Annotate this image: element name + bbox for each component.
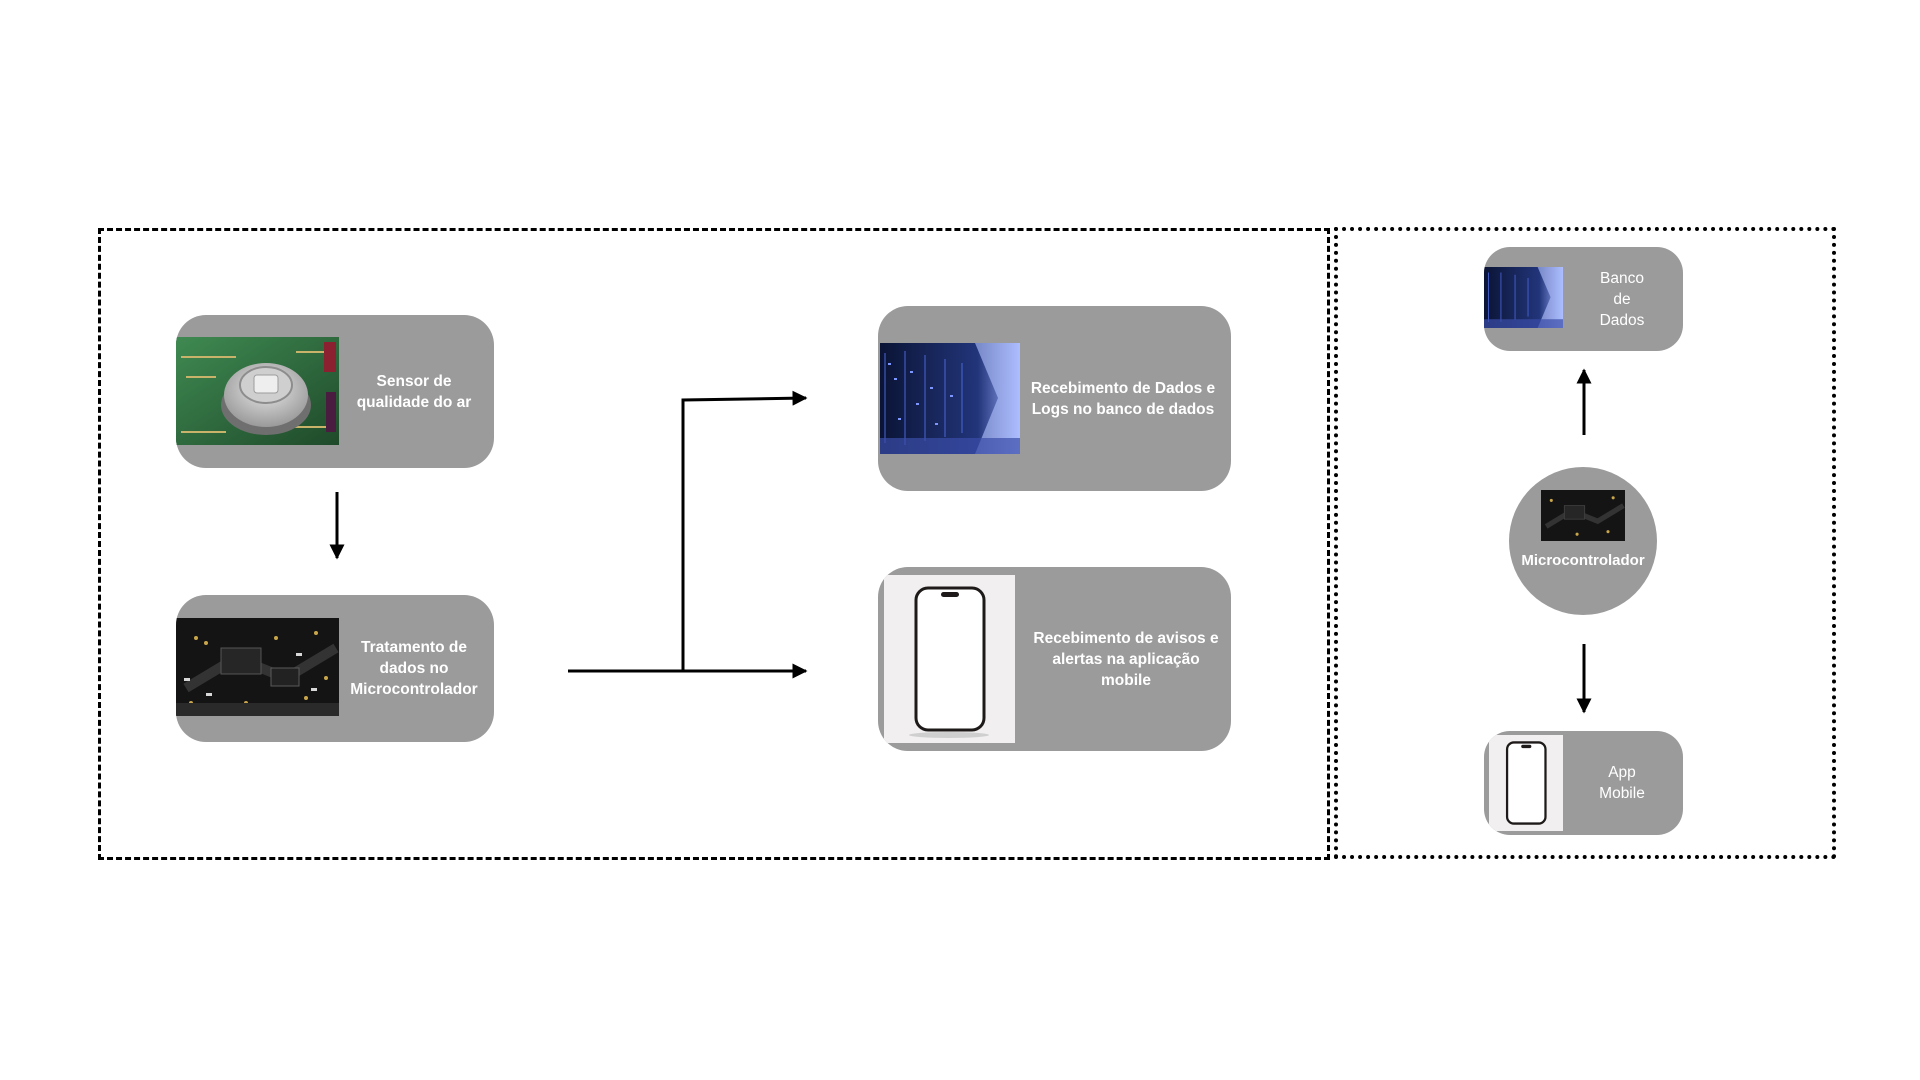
air-quality-sensor-photo-icon xyxy=(176,337,339,445)
sensor-card: Sensor de qualidade do ar xyxy=(176,315,494,468)
microcontroller-node-label: Microcontrolador xyxy=(1521,552,1645,569)
processing-card-label: Tratamento de dados no Microcontrolador xyxy=(350,639,478,698)
circuit-board-photo-icon xyxy=(176,618,339,716)
mobile-node: App Mobile xyxy=(1484,731,1683,835)
smartphone-photo-icon xyxy=(1489,735,1563,831)
processing-card: Tratamento de dados no Microcontrolador xyxy=(176,595,494,742)
database-node-label: Banco de Dados xyxy=(1599,269,1645,329)
database-card: Recebimento de Dados e Logs no banco de … xyxy=(878,306,1231,491)
smartphone-photo-icon xyxy=(884,575,1015,743)
sensor-card-label: Sensor de qualidade do ar xyxy=(356,372,472,411)
mobile-card-label: Recebimento de avisos e alertas na aplic… xyxy=(1033,629,1219,689)
system-flow-frame xyxy=(98,228,1330,860)
database-node: Banco de Dados xyxy=(1484,247,1683,351)
mobile-card: Recebimento de avisos e alertas na aplic… xyxy=(878,567,1231,751)
architecture-frame xyxy=(1334,227,1836,859)
circuit-board-photo-icon xyxy=(1541,490,1625,541)
database-card-label: Recebimento de Dados e Logs no banco de … xyxy=(1030,379,1216,418)
mobile-node-label: App Mobile xyxy=(1599,764,1645,802)
server-room-photo-icon xyxy=(1484,267,1563,328)
microcontroller-node: Microcontrolador xyxy=(1509,467,1657,615)
server-room-photo-icon xyxy=(880,343,1020,454)
